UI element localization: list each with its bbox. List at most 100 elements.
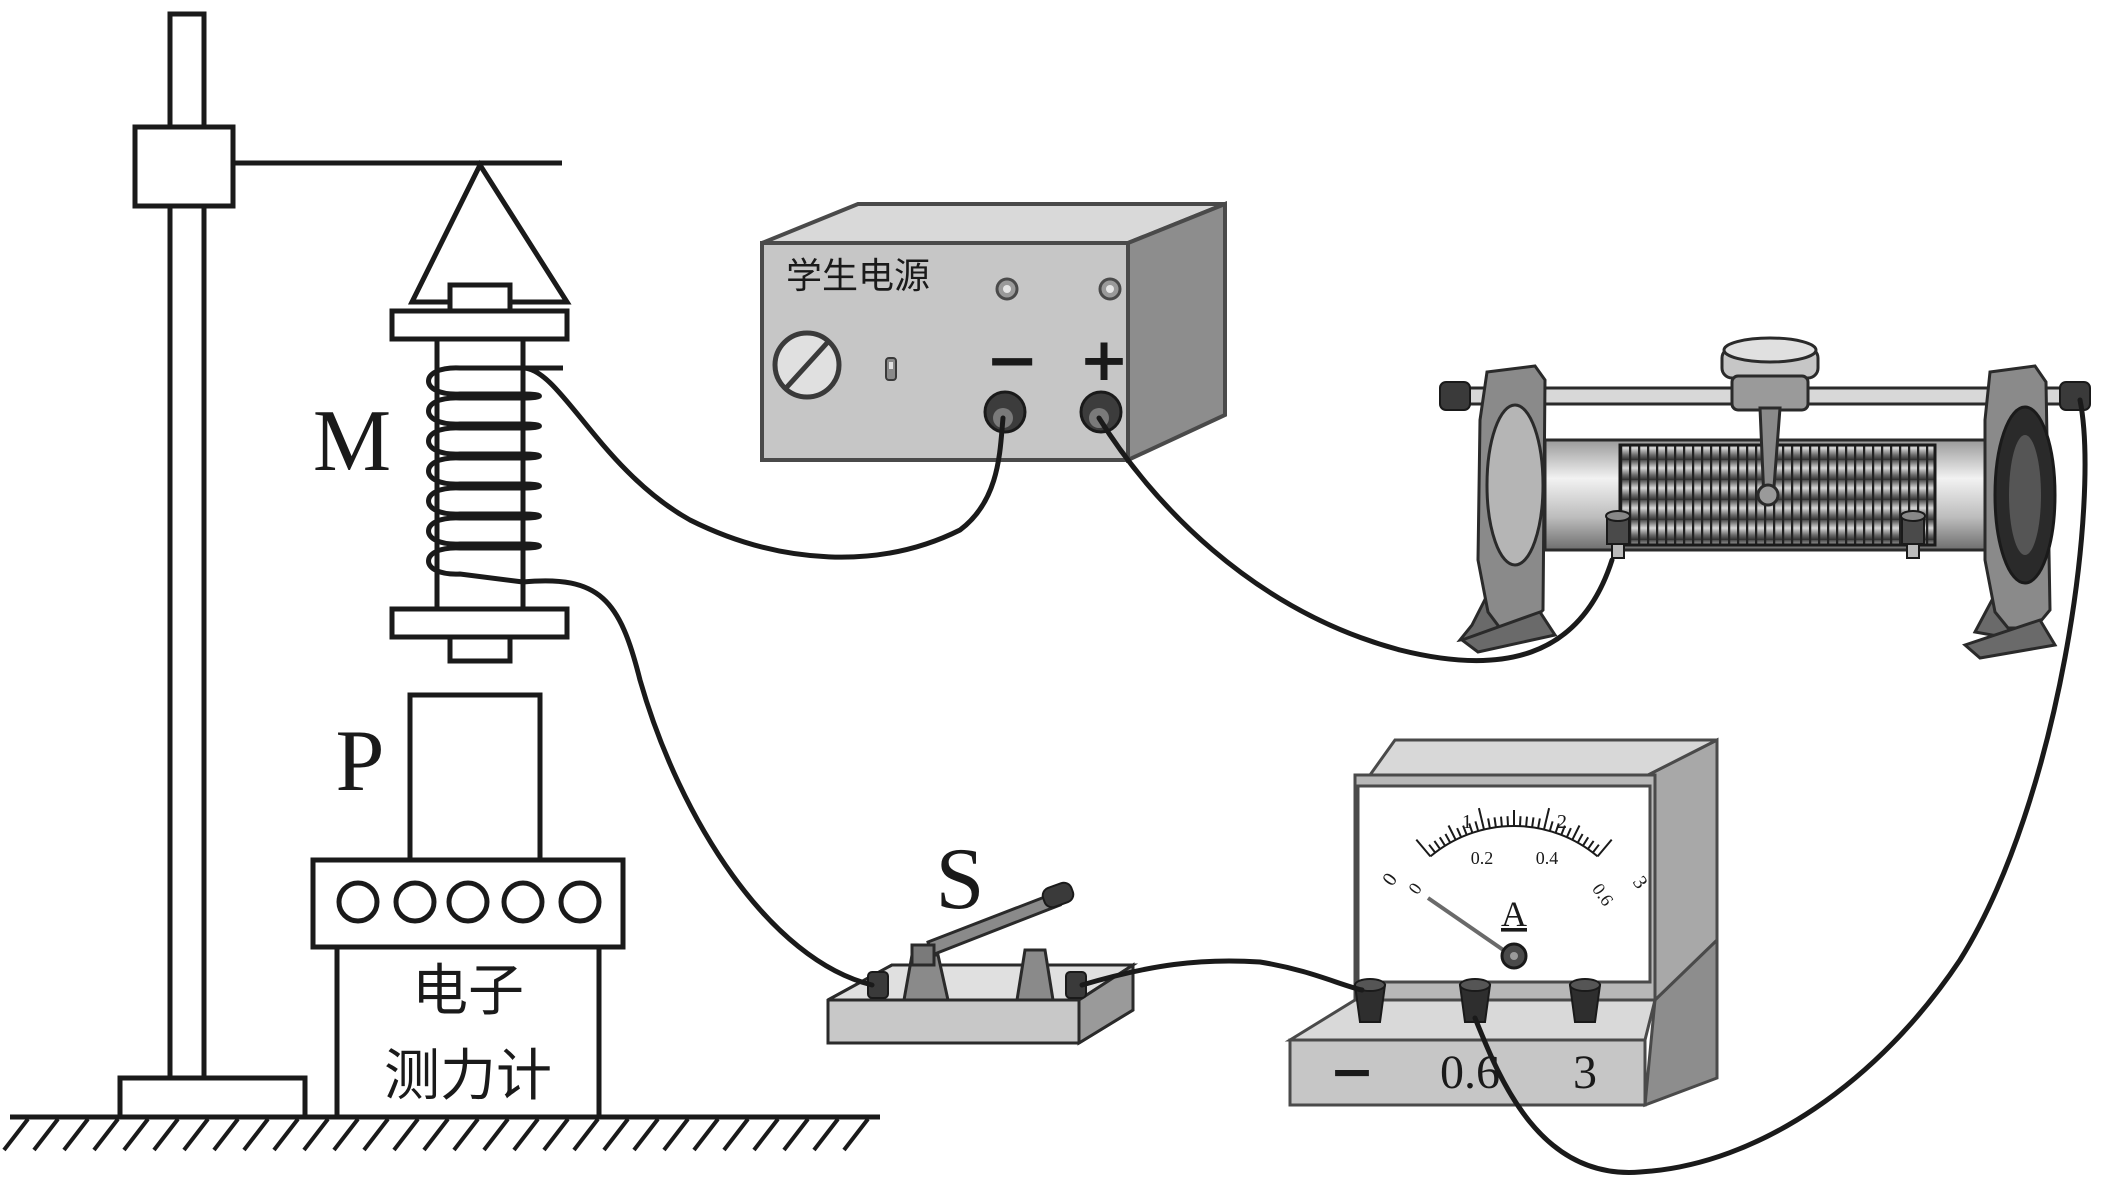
ground-hatch-line [302,1117,330,1152]
ammeter-scale [1415,807,1613,858]
wire-coil-to-supply-negative [520,365,1006,560]
ammeter-scale-tick [1462,825,1468,836]
label-p: P [336,713,385,810]
voltage-knob[interactable] [772,330,842,400]
wire-switch-to-ammeter [1079,958,1365,993]
ground-hatch-line [692,1117,720,1152]
ground-hatch-line [212,1117,240,1152]
positive-terminal[interactable] [1079,390,1123,434]
ammeter-scale-tick [1447,825,1457,841]
rheostat-terminal-right[interactable] [1900,510,1926,559]
positive-terminal-label: + [1079,325,1129,395]
ground-hatch-line [362,1117,390,1152]
ammeter-scale-tick [1428,844,1436,854]
ammeter-scale-tick [1543,807,1551,830]
ground-hatch-line [122,1117,150,1152]
ammeter-scale-tick [1582,836,1590,847]
rheostat-slider[interactable] [1720,336,1820,507]
label-s: S [936,831,985,928]
ammeter-symbol: A [1501,894,1527,934]
ground-hatch-line [482,1117,510,1152]
ammeter-scale-tick [1587,840,1595,850]
ammeter-scale-tick [1456,827,1463,838]
ground-hatch-line [422,1117,450,1152]
ground-hatch-line [152,1117,180,1152]
ammeter-scale-tick [1537,818,1541,829]
rheostat-terminal-left[interactable] [1605,510,1631,559]
wires [520,365,2088,1175]
rod-end-knob-left[interactable] [1439,381,1471,411]
wire-supply-positive-to-rheostat [1096,415,1615,664]
ground-hatch-line [452,1117,480,1152]
electronic-force-meter: 电子 测力计 [310,857,626,1120]
ground-hatch-line [542,1117,570,1152]
ammeter-scale-arc [1429,824,1599,858]
ammeter-scale-tick [1571,825,1581,841]
power-supply-title: 学生电源 [786,256,930,297]
ammeter-scale-tick [1506,816,1509,827]
ammeter-scale-tick [1560,825,1566,836]
ground-hatch-line [512,1117,540,1152]
ammeter-scale-tick [1415,838,1432,858]
negative-terminal[interactable] [983,390,1027,434]
sliding-rheostat [1439,336,2091,660]
ammeter-terminal-3[interactable] [1568,978,1602,1023]
ground-hatch-line [182,1117,210,1152]
ammeter-terminal-0-6[interactable] [1458,978,1492,1023]
negative-terminal-label: − [985,324,1039,398]
ground-hatch-line [62,1117,90,1152]
ground-hatch-line [752,1117,780,1152]
ground-hatch-line [812,1117,840,1152]
power-switch-toggle[interactable] [885,357,897,381]
ammeter-scale-tick [1477,807,1485,830]
ammeter-scale-tick [1596,838,1613,858]
iron-stand [117,11,572,1120]
ground-hatch-line [782,1117,810,1152]
ground-hatch-line [572,1117,600,1152]
ground-hatch-line [392,1117,420,1152]
ammeter-scale-tick [1438,836,1446,847]
ammeter-label-3: 3 [1573,1046,1597,1099]
knife-switch[interactable] [826,880,1139,1046]
ground-hatch-line [842,1117,870,1152]
ammeter-scale-tick [1468,823,1474,834]
ammeter-scale-top-1: 1 [1462,811,1472,833]
ammeter-scale-tick [1531,817,1535,828]
ammeter-scale-tick [1493,817,1497,828]
ammeter-label-negative: − [1329,1040,1374,1103]
ammeter: 0 1 2 3 0 0.2 0.4 0.6 A − 0.6 3 [1284,737,1719,1108]
ammeter-scale-tick [1592,844,1600,854]
wire-coil-to-switch [520,578,875,988]
student-power-supply: 学生电源 − + [760,201,1227,464]
ground-hatch-line [722,1117,750,1152]
ground [2,1114,880,1152]
ammeter-scale-tick [1487,818,1491,829]
ground-hatch-line [92,1117,120,1152]
ground-hatch-line [32,1117,60,1152]
ground-hatch-line [662,1117,690,1152]
ammeter-scale-tick [1433,840,1441,850]
ammeter-scale-tick [1519,816,1522,827]
wire-ammeter-to-rheostat [1472,397,2088,1175]
ammeter-scale-tick [1554,823,1560,834]
rod-end-knob-right[interactable] [2059,381,2091,411]
ammeter-scale-tick [1576,833,1584,844]
force-meter-label-line2: 测力计 [384,1044,552,1109]
force-meter-label-line1: 电子 [412,959,524,1024]
ground-hatch-line [632,1117,660,1152]
ammeter-scale-top-2: 2 [1557,811,1567,833]
ammeter-scale-bottom-2: 0.4 [1536,848,1559,868]
ammeter-needle [1426,896,1514,958]
ammeter-scale-tick [1444,833,1452,844]
ammeter-scale-tick [1500,816,1503,827]
ground-hatch-line [2,1117,30,1152]
ground-hatch-line [272,1117,300,1152]
iron-block [407,692,543,863]
ground-hatch-line [332,1117,360,1152]
electromagnet [389,282,570,664]
ground-hatch-line [242,1117,270,1152]
ground-hatch-line [602,1117,630,1152]
ammeter-scale-tick [1565,827,1572,838]
ammeter-terminal-negative[interactable] [1353,978,1387,1023]
